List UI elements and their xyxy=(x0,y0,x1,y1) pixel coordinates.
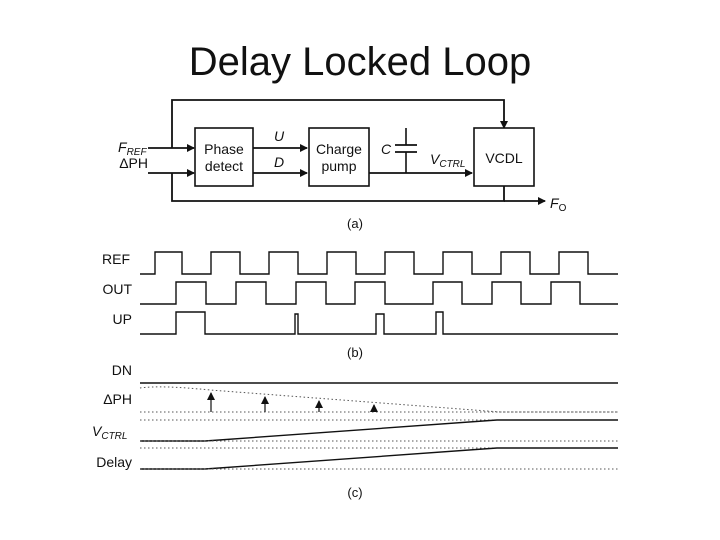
d-label: D xyxy=(274,154,284,170)
up-label: UP xyxy=(113,311,132,327)
out-label: OUT xyxy=(102,281,132,297)
phase-detect-label-line1: Phase xyxy=(204,141,244,157)
vctrl-wave-label: VCTRL xyxy=(92,423,127,442)
phase-detect-box xyxy=(194,127,254,187)
vcdl-box xyxy=(473,127,535,187)
u-label: U xyxy=(274,128,285,144)
charge-pump-label-line2: pump xyxy=(321,158,356,174)
caption-c: (c) xyxy=(347,485,362,500)
dn-label: DN xyxy=(112,362,132,378)
caption-b: (b) xyxy=(347,345,363,360)
dph-label: ΔPH xyxy=(119,155,148,171)
capacitor-symbol xyxy=(395,128,417,173)
waveforms-c: DN ΔPH VCTRL Delay (c) xyxy=(92,362,618,500)
charge-pump-box xyxy=(308,127,370,187)
block-diagram: Phase detect Charge pump VCDL U D C VCTR… xyxy=(118,99,567,231)
waveforms-b: REF OUT UP (b) xyxy=(102,251,618,360)
feedback-top-wire xyxy=(171,99,508,148)
fo-label: FO xyxy=(550,195,567,214)
vcdl-label: VCDL xyxy=(485,150,523,166)
c-label: C xyxy=(381,141,392,157)
vctrl-waveform xyxy=(140,419,618,442)
phase-detect-label-line2: detect xyxy=(205,158,243,174)
delay-waveform xyxy=(140,447,618,470)
out-waveform xyxy=(140,281,618,305)
feedback-return-wire xyxy=(171,173,505,202)
dph-envelope xyxy=(139,386,618,413)
vctrl-label: VCTRL xyxy=(430,151,465,170)
delay-wave-label: Delay xyxy=(96,454,132,470)
caption-a: (a) xyxy=(347,216,363,231)
ref-label: REF xyxy=(102,251,130,267)
up-waveform xyxy=(140,311,618,335)
fref-label: FREF xyxy=(118,139,147,158)
charge-pump-label-line1: Charge xyxy=(316,141,362,157)
dph-wave-label: ΔPH xyxy=(103,391,132,407)
slide-title: Delay Locked Loop xyxy=(188,40,532,84)
ref-waveform xyxy=(140,251,618,275)
